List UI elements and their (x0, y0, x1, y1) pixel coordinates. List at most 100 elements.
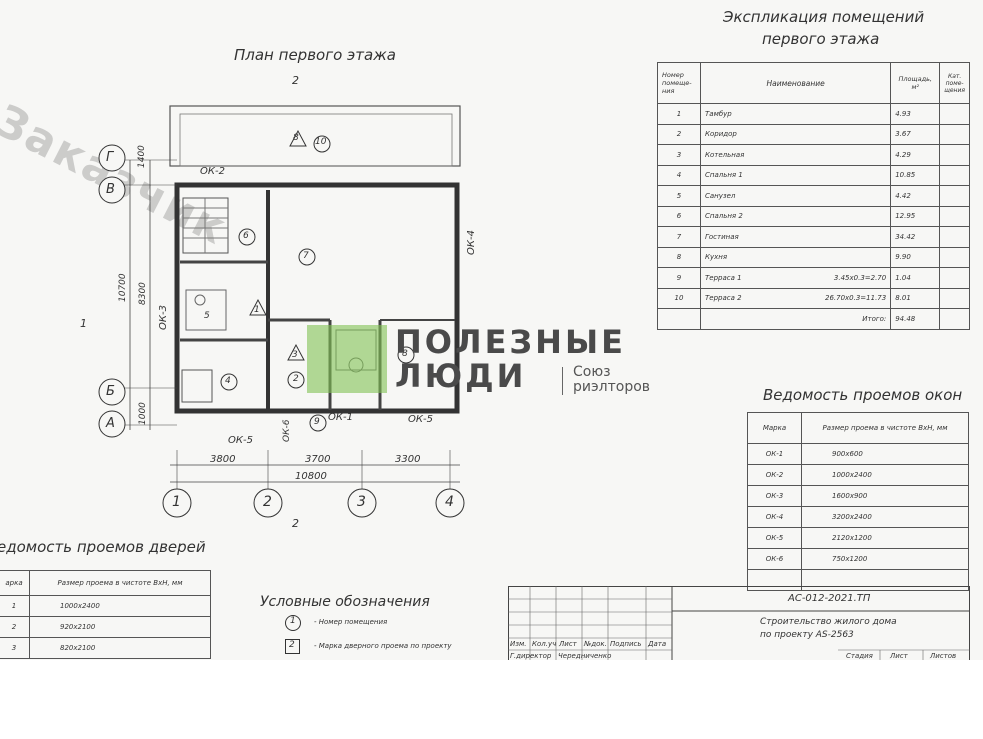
cell-category (939, 205, 970, 227)
drawing-sheet: Заказчик (0, 8, 970, 660)
cell-name: Спальня 1 (699, 164, 892, 186)
dim-v-10700: 10700 (118, 273, 128, 302)
stamp-sheet: Лист (890, 652, 908, 660)
cell-name-text: Коридор (705, 130, 737, 139)
cell-area: 8.01 (890, 287, 941, 309)
cell-name: Тамбур (699, 103, 892, 125)
explication-table: Номер поме­ще­ния Наименование Площадь, … (657, 62, 970, 330)
stamp-stage: Стадия (846, 652, 873, 660)
window-mark-ok3: ОК-3 (158, 305, 169, 330)
axis-label-g: Г (106, 150, 114, 165)
cell-category (939, 144, 970, 166)
cell-size: 920x2100 (29, 616, 211, 638)
cell-name-text: Спальня 1 (705, 171, 743, 180)
cell-name-text: Санузел (705, 191, 736, 200)
cell-area: 3.67 (890, 123, 941, 145)
header-name: Наименование (699, 62, 892, 104)
legend-symbol-1: 1 (290, 616, 296, 626)
cell-number: 3 (657, 144, 701, 166)
axis-bubble-1 (162, 488, 192, 518)
cell-total-value: 94.48 (890, 308, 941, 330)
axis-label-1: 1 (172, 494, 181, 510)
brand-name-line2: ЛЮДИ (395, 357, 527, 395)
dim-h-10800: 10800 (295, 471, 327, 482)
dim-v-1000: 1000 (138, 402, 148, 425)
room-label-7: 7 (303, 251, 309, 261)
cell-category (939, 123, 970, 145)
cell-mark: ОК-6 (747, 548, 802, 570)
cell-mark: 2 (0, 616, 30, 638)
cell-area: 4.29 (890, 144, 941, 166)
axis-bubble-a (98, 410, 126, 438)
explication-title-1: Экспликация помещений (723, 8, 925, 26)
legend-item-1-text: - Номер помещения (314, 618, 388, 626)
room-label-2: 2 (293, 374, 299, 384)
table-row-total: Итого: 94.48 (657, 308, 970, 330)
axis-bubble-v (98, 176, 126, 204)
dim-h-3700: 3700 (305, 454, 331, 465)
stamp-role: Г.директор (510, 652, 552, 660)
cell-name: Котельная (699, 144, 892, 166)
cell-name-text: Спальня 2 (705, 212, 743, 221)
header-number: Номер поме­ще­ния (657, 62, 701, 104)
table-row: 3 Котельная 4.29 (657, 144, 970, 166)
plan-title: План первого этажа (234, 46, 396, 64)
brand-sub-line1: Союз (573, 364, 611, 380)
header-size: Размер проема в чистоте ВхН, мм (29, 570, 211, 596)
brand-logo-square (307, 325, 387, 393)
header-mark: Марка (747, 412, 802, 444)
stamp-col-kol: Кол.уч (532, 640, 557, 648)
stamp-code: АС-012-2021.ТП (788, 593, 871, 604)
cell-size: 2120x1200 (801, 527, 969, 549)
cell-size: 820x2100 (29, 637, 211, 659)
window-mark-ok4: ОК-4 (466, 230, 477, 255)
title-block: АС-012-2021.ТП Строительство жилого дома… (508, 586, 970, 660)
title-block-grid (508, 586, 970, 660)
room-label-1: 1 (254, 305, 260, 315)
cell-category (939, 287, 970, 309)
room-label-8: 8 (402, 349, 408, 359)
cell-area: 4.42 (890, 185, 941, 207)
doors-title: едомость проемов дверей (0, 538, 206, 556)
cell-category (939, 267, 970, 289)
cell-extra-text: 3.45x0.3=2.70 (833, 273, 887, 282)
table-header-row: Номер поме­ще­ния Наименование Площадь, … (657, 62, 970, 104)
section-mark-left: 1 (80, 317, 87, 330)
table-row: 2 Коридор 3.67 (657, 123, 970, 145)
dim-v-8300: 8300 (138, 282, 148, 305)
cell-name-text: Кухня (705, 253, 728, 262)
room-label-4-terrace: 8 (293, 133, 299, 143)
cell-extra-text: 26.70x0.3=11.73 (824, 294, 887, 303)
header-area: Площадь, м² (890, 62, 941, 104)
brand-divider (562, 367, 563, 395)
cell-size: 900x600 (801, 443, 969, 465)
cell-empty (657, 308, 701, 330)
section-mark-top: 2 (292, 74, 299, 87)
cell-name-text: Котельная (705, 150, 745, 159)
cell-mark: ОК-2 (747, 464, 802, 486)
cell-mark: 3 (0, 637, 30, 659)
axis-bubble-b (98, 378, 126, 406)
explication-title-2: первого этажа (762, 30, 880, 48)
dim-v-1400: 1400 (137, 145, 147, 168)
header-category: Кат. поме­щения (939, 62, 970, 104)
header-size: Размер проема в чистоте ВхН, мм (801, 412, 969, 444)
cell-area: 12.95 (890, 205, 941, 227)
header-mark: арка (0, 570, 30, 596)
cell-category (939, 185, 970, 207)
cell-category (939, 164, 970, 186)
room-label-4: 4 (225, 376, 231, 386)
table-header-row: арка Размер проема в чистоте ВхН, мм (0, 570, 211, 596)
cell-number: 2 (657, 123, 701, 145)
cell-area: 1.04 (890, 267, 941, 289)
cell-area: 34.42 (890, 226, 941, 248)
window-mark-ok2: ОК-2 (200, 166, 225, 177)
